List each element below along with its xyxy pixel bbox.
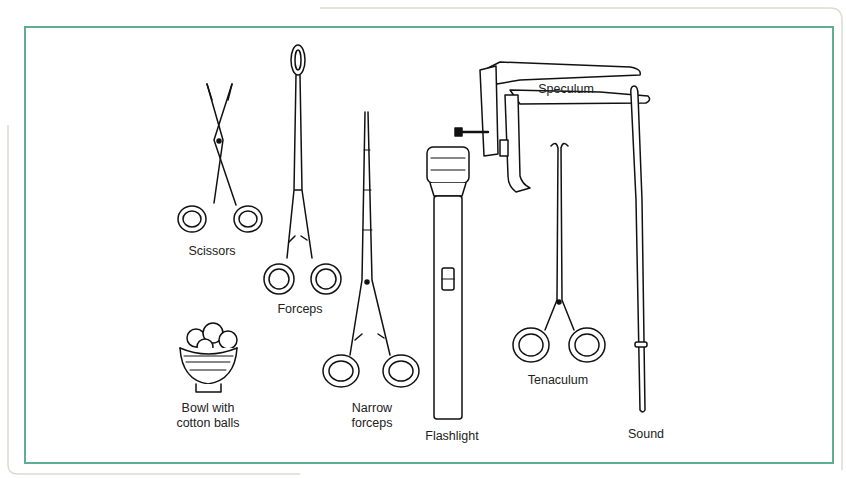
flashlight-label: Flashlight: [407, 429, 497, 444]
scissors-label: Scissors: [167, 244, 257, 259]
narrow-forceps-drawing: [323, 112, 419, 387]
tenaculum-drawing: [513, 143, 605, 362]
speculum-label: Speculum: [521, 82, 611, 97]
forceps-drawing: [264, 45, 341, 294]
flashlight-drawing: [427, 147, 469, 419]
scissors-drawing: [178, 84, 262, 232]
sound-label: Sound: [616, 427, 676, 442]
speculum-drawing: [455, 62, 650, 192]
bowl-label: Bowl with cotton balls: [168, 401, 248, 431]
narrow-forceps-label: Narrow forceps: [342, 401, 402, 431]
sound-drawing: [631, 86, 647, 412]
forceps-label: Forceps: [260, 302, 340, 317]
teal-frame: [25, 27, 833, 463]
bowl-drawing: [180, 323, 237, 392]
tenaculum-label: Tenaculum: [513, 373, 603, 388]
